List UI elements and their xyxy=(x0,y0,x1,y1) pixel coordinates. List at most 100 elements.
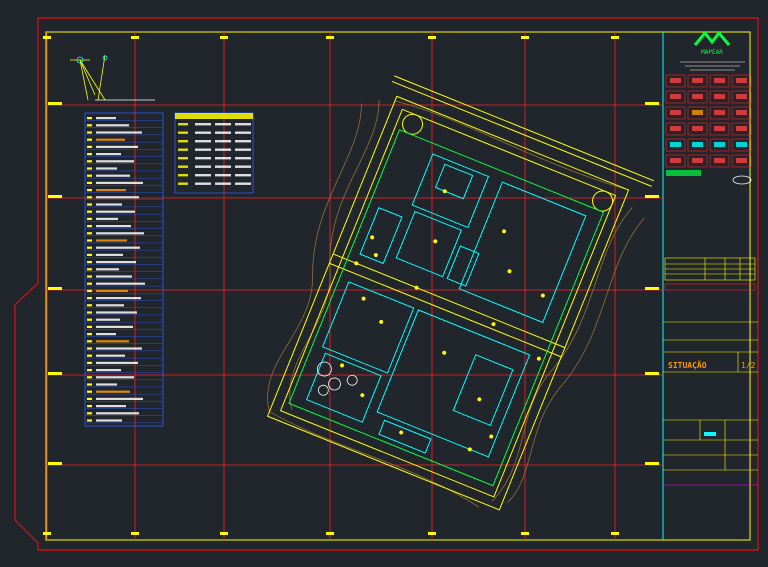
symbol-cell xyxy=(687,90,708,104)
legend-row-number xyxy=(87,268,92,271)
legend-row-text xyxy=(96,340,129,343)
equipment-marker xyxy=(491,322,496,327)
legend-row-number xyxy=(87,333,92,336)
grid-label-bottom xyxy=(220,532,228,535)
symbol-glyph xyxy=(736,94,747,99)
symbol-glyph xyxy=(692,78,703,83)
grid-label-right xyxy=(645,462,659,465)
legend-row-number xyxy=(87,232,92,235)
legend-row-number xyxy=(87,419,92,422)
tanks xyxy=(316,361,358,396)
equipment-marker xyxy=(414,285,419,290)
grid-label-left xyxy=(48,287,62,290)
revision-table xyxy=(664,257,756,291)
buildings-north xyxy=(359,153,587,324)
legend-row-text xyxy=(96,376,134,379)
company-logo: MAPEAR xyxy=(693,30,731,56)
grid-label-top xyxy=(611,36,619,39)
legend-table xyxy=(84,112,164,427)
legend-row-number xyxy=(87,174,92,177)
sheet-outer-frame xyxy=(14,17,759,551)
symbol-glyph xyxy=(736,142,747,147)
legend-row-number xyxy=(87,217,92,220)
coord-cell xyxy=(195,182,211,185)
symbol-cell xyxy=(731,122,752,136)
symbol-cell xyxy=(709,106,730,120)
legend-row-text xyxy=(96,217,118,220)
legend-row-number xyxy=(87,160,92,163)
legend-row-number xyxy=(87,340,92,343)
legend-row-text xyxy=(96,239,127,242)
grid-label-top xyxy=(131,36,139,39)
legend-row-text xyxy=(96,369,121,372)
legend-row-number xyxy=(87,325,92,328)
legend-row-text xyxy=(96,325,133,328)
equipment-marker xyxy=(442,350,447,355)
grid-label-right xyxy=(645,195,659,198)
sheet-number: 1/2 xyxy=(741,361,756,370)
equipment-marker xyxy=(467,447,472,452)
grid-label-left xyxy=(48,462,62,465)
legend-row-number xyxy=(87,246,92,249)
grid-label-right xyxy=(645,372,659,375)
legend-row-number xyxy=(87,347,92,350)
legend-row-text xyxy=(96,419,122,422)
symbol-cell xyxy=(687,106,708,120)
legend-row-number xyxy=(87,153,92,156)
grid-label-bottom xyxy=(326,532,334,535)
legend-row-number xyxy=(87,117,92,120)
legend-row-text xyxy=(96,246,140,249)
legend-row-number xyxy=(87,138,92,141)
equipment-marker xyxy=(442,189,447,194)
equipment-marker xyxy=(502,229,507,234)
equipment-marker xyxy=(379,319,384,324)
legend-row-number xyxy=(87,181,92,184)
legend-row-text xyxy=(96,196,139,199)
coord-cell xyxy=(235,174,251,177)
grid-label-top xyxy=(220,36,228,39)
symbol-glyph xyxy=(714,110,725,115)
symbol-glyph xyxy=(692,126,703,131)
grid-label-left xyxy=(48,372,62,375)
coord-cell xyxy=(235,123,251,126)
grid-label-bottom xyxy=(611,532,619,535)
coord-cell xyxy=(178,140,188,143)
coordinates-table xyxy=(174,112,254,194)
coord-cell xyxy=(195,140,211,143)
symbol-glyph xyxy=(736,158,747,163)
grid-label-top xyxy=(326,36,334,39)
coord-cell xyxy=(235,131,251,134)
drawing-inner-border xyxy=(45,31,751,541)
legend-row-text xyxy=(96,131,142,134)
symbol-cell xyxy=(731,90,752,104)
symbol-glyph xyxy=(714,78,725,83)
symbol-glyph xyxy=(714,126,725,131)
legend-row-text xyxy=(96,397,143,400)
legend-row-number xyxy=(87,304,92,307)
site-boundary xyxy=(288,129,605,487)
coord-cell xyxy=(178,165,188,168)
legend-row-text xyxy=(96,333,116,336)
legend-row-text xyxy=(96,390,130,393)
grid-label-bottom xyxy=(43,532,51,535)
legend-row-text xyxy=(96,160,134,163)
symbol-cell xyxy=(709,138,730,152)
equipment-marker xyxy=(477,397,482,402)
symbol-cell xyxy=(731,138,752,152)
equipment-marker xyxy=(536,356,541,361)
grid-label-top xyxy=(43,36,51,39)
equipment-marker xyxy=(370,235,375,240)
legend-row-number xyxy=(87,311,92,314)
legend-row-number xyxy=(87,261,92,264)
legend-row-number xyxy=(87,124,92,127)
symbol-cell xyxy=(665,90,686,104)
equipment-marker xyxy=(354,261,359,266)
legend-row-text xyxy=(96,124,129,127)
legend-row-text xyxy=(96,145,138,148)
legend-row-text xyxy=(96,383,117,386)
equipment-marker xyxy=(433,239,438,244)
grid-label-bottom xyxy=(428,532,436,535)
symbol-glyph xyxy=(670,142,681,147)
